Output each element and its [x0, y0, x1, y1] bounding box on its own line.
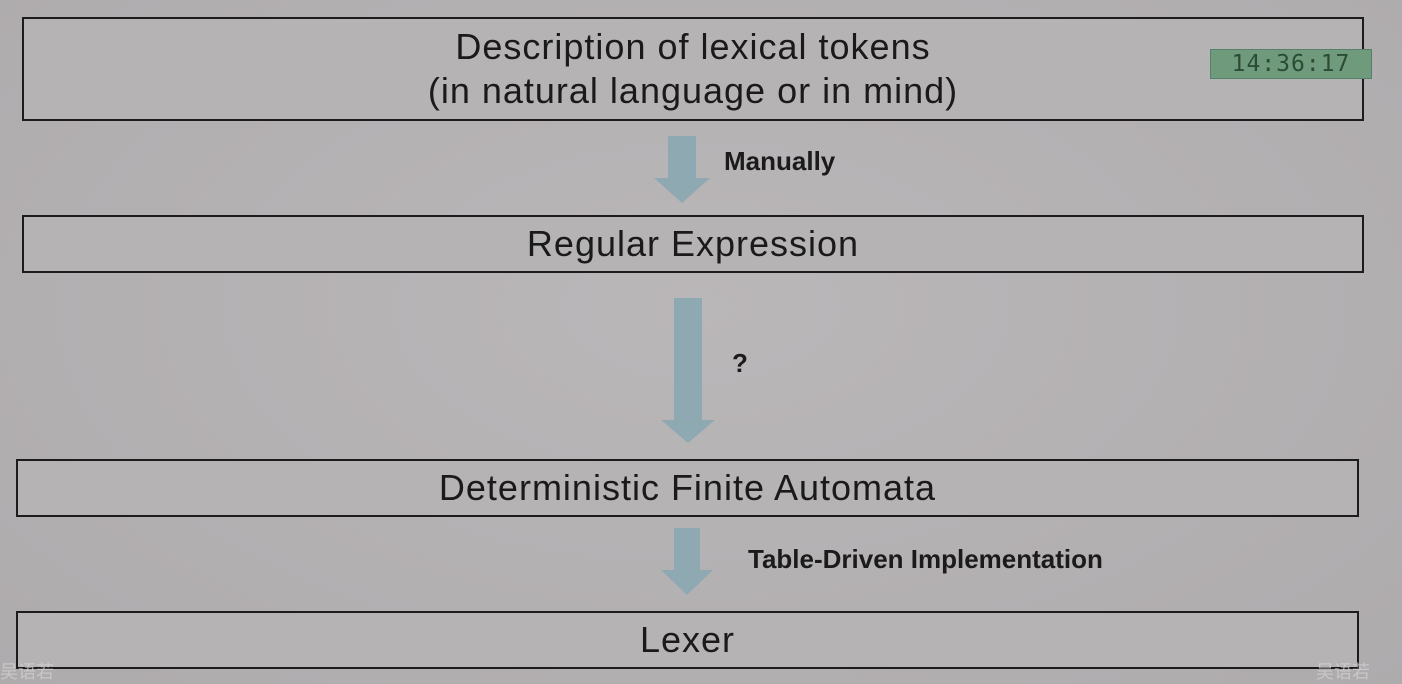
- watermark-left: 吴语若: [0, 662, 54, 683]
- arrow-question: [661, 298, 715, 443]
- description-box: Description of lexical tokens (in natura…: [22, 17, 1364, 121]
- description-line-1: Description of lexical tokens: [455, 26, 931, 67]
- arrow-label-question: ?: [732, 348, 748, 378]
- lexer-label: Lexer: [639, 619, 736, 660]
- arrow-label-table-driven: Table-Driven Implementation: [748, 544, 1103, 574]
- arrow-manually: [654, 136, 710, 203]
- timestamp-overlay: 14:36:17: [1210, 49, 1372, 79]
- arrow-table-driven: [661, 528, 713, 595]
- description-line-2: (in natural language or in mind): [427, 70, 959, 111]
- regular-expression-label: Regular Expression: [526, 223, 860, 264]
- regular-expression-box: Regular Expression: [22, 215, 1364, 273]
- watermark-right: 吴语若: [1316, 662, 1370, 683]
- lexer-box: Lexer: [16, 611, 1359, 669]
- dfa-box: Deterministic Finite Automata: [16, 459, 1359, 517]
- arrow-label-manually: Manually: [724, 146, 836, 176]
- dfa-label: Deterministic Finite Automata: [438, 467, 937, 508]
